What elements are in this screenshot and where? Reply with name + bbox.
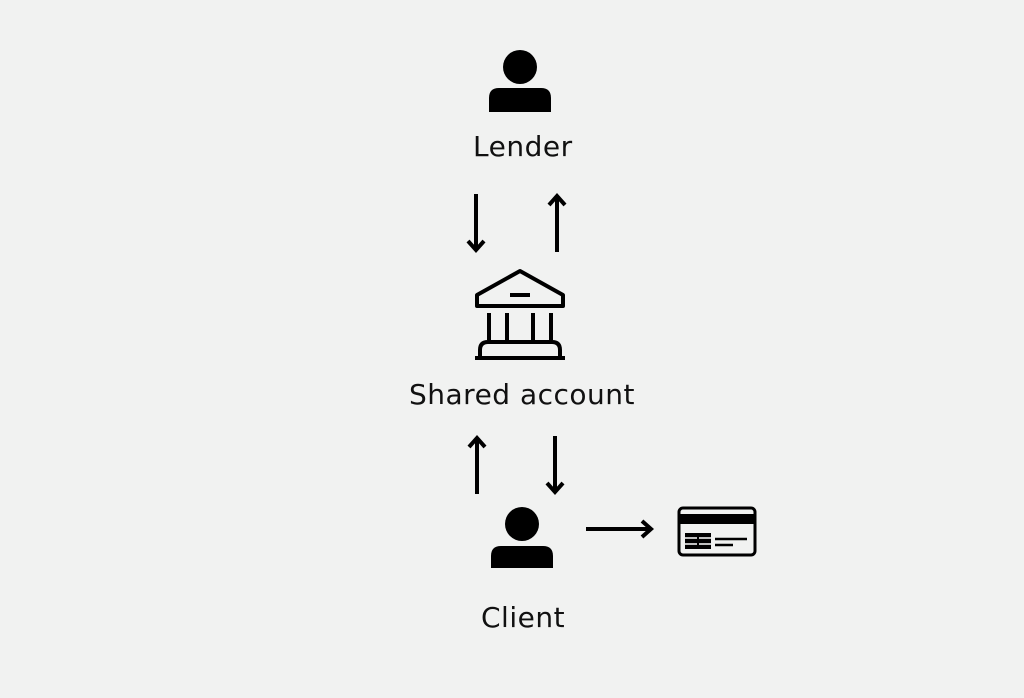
shared-account-label: Shared account — [409, 378, 636, 411]
arrow-up-icon — [467, 434, 487, 494]
lender-label: Lender — [473, 130, 573, 163]
person-icon — [491, 507, 553, 568]
person-icon — [489, 50, 551, 112]
shared-account-node — [474, 268, 566, 362]
arrow-right-icon — [586, 519, 655, 539]
lender-node — [488, 50, 552, 112]
bank-icon — [475, 269, 565, 360]
client-label: Client — [481, 601, 566, 634]
credit-card-icon — [677, 506, 757, 557]
arrow-down-icon — [545, 436, 565, 496]
card-node — [677, 506, 757, 557]
arrow-down-icon — [466, 194, 486, 254]
arrow-up-icon — [547, 192, 567, 252]
client-node — [491, 506, 553, 568]
